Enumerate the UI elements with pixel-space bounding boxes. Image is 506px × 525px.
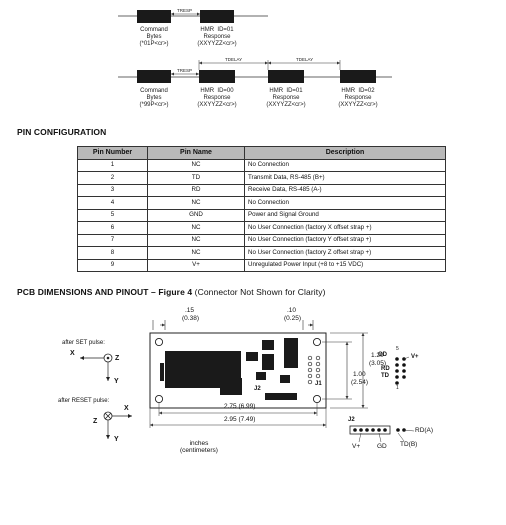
pin-number: 6 (77, 221, 148, 235)
pin-description: No Connection (244, 158, 446, 172)
pin-number: 5 (77, 208, 148, 222)
response-block (200, 10, 234, 23)
dim-120: 1.20 (371, 352, 384, 359)
axis-y-reset: Y (114, 436, 119, 443)
tdelay-label-1: TDELAY (225, 57, 243, 62)
j2-gd-label: GD (377, 443, 387, 450)
command-bytes-label: Command Bytes (*01P<cr>) (139, 27, 169, 47)
response-02-label: HMR ID=02 Response (XXYYZZ<cr>) (338, 88, 378, 108)
after-set-label: after SET pulse: (62, 340, 105, 346)
dim-025: (0.25) (284, 315, 301, 322)
j2-label: J2 (254, 386, 261, 392)
dim-254: (2.54) (351, 379, 368, 386)
command-bytes-label-2: Command Bytes (*99P<cr>) (139, 88, 169, 108)
pin-name: V+ (147, 258, 245, 272)
pin-number: 3 (77, 183, 148, 197)
dim-275: 2.75 (6.99) (224, 403, 256, 410)
response-label: HMR ID=01 Response (XXYYZZ<cr>) (197, 27, 237, 47)
pin-number: 9 (77, 258, 148, 272)
pin-number: 1 (77, 158, 148, 172)
pin-description: No Connection (244, 196, 446, 210)
pin-1-label: 1 (396, 385, 399, 391)
after-reset-label: after RESET pulse: (58, 398, 110, 404)
pin-name: GND (147, 208, 245, 222)
tresp-label: TRESP (177, 8, 193, 13)
response-01-label: HMR ID=01 Response (XXYYZZ<cr>) (266, 88, 306, 108)
pin-config-title: PIN CONFIGURATION (17, 127, 107, 137)
pin-gd-label: GD (378, 352, 387, 358)
axis-z-reset: Z (93, 418, 98, 425)
command-bytes-block-2 (137, 70, 171, 83)
pin-description: Transmit Data, RS-485 (B+) (244, 171, 446, 185)
pin-description: No User Connection (factory Z offset str… (244, 246, 446, 260)
timing-diagram-top (118, 10, 392, 83)
pin-description: Receive Data, RS-485 (A-) (244, 183, 446, 197)
axis-z-set: Z (115, 355, 120, 362)
pin-name: TD (147, 171, 245, 185)
command-bytes-block (137, 10, 171, 23)
pin-vplus-label: V+ (411, 354, 419, 360)
response-block-02 (340, 70, 376, 83)
pcb-drawing (80, 320, 415, 443)
header-pin-name: Pin Name (147, 146, 245, 160)
pin-name: NC (147, 158, 245, 172)
header-description: Description (244, 146, 446, 160)
pcb-title-sub: (Connector Not Shown for Clarity) (192, 287, 326, 297)
header-pin-number: Pin Number (77, 146, 148, 160)
dim-015: .15 (185, 307, 195, 314)
response-block-01 (268, 70, 304, 83)
pin-description: No User Connection (factory X offset str… (244, 221, 446, 235)
dim-305: (3.05) (369, 360, 386, 367)
j2-right-label: J2 (348, 417, 355, 423)
j2-td-label: TD(B) (400, 441, 418, 448)
axis-x-set: X (70, 350, 75, 357)
response-block-00 (199, 70, 235, 83)
pin-description: Unregulated Power Input (+8 to +15 VDC) (244, 258, 446, 272)
j2-vplus-label: V+ (352, 443, 361, 450)
pin-name: RD (147, 183, 245, 197)
dim-100: 1.00 (353, 371, 366, 378)
pin-rd-label: RD (381, 366, 390, 372)
dim-295: 2.95 (7.49) (224, 416, 256, 423)
pin-name: NC (147, 196, 245, 210)
axis-x-reset: X (124, 405, 129, 412)
pin-number: 2 (77, 171, 148, 185)
axis-y-set: Y (114, 378, 119, 385)
pin-name: NC (147, 233, 245, 247)
table-header-row: Pin Number Pin Name Description (77, 146, 446, 160)
units-label: inches (centimeters) (180, 440, 218, 454)
pin-description: No User Connection (factory Y offset str… (244, 233, 446, 247)
pcb-title: PCB DIMENSIONS AND PINOUT – Figure 4 (Co… (17, 287, 326, 297)
tdelay-label-2: TDELAY (296, 57, 314, 62)
response-00-label: HMR ID=00 Response (XXYYZZ<cr>) (197, 88, 237, 108)
pin-number: 7 (77, 233, 148, 247)
pcb-title-main: PCB DIMENSIONS AND PINOUT – Figure 4 (17, 287, 193, 297)
pin-td-label: TD (381, 373, 389, 379)
j1-label: J1 (315, 381, 322, 387)
pin-number: 4 (77, 196, 148, 210)
pin-name: NC (147, 246, 245, 260)
dim-038: (0.38) (182, 315, 199, 322)
pin-5-label: 5 (396, 346, 399, 352)
j2-rd-label: RD(A) (415, 427, 434, 434)
pin-description: Power and Signal Ground (244, 208, 446, 222)
tresp-label-2: TRESP (177, 68, 193, 73)
dim-010: .10 (287, 307, 297, 314)
pin-name: NC (147, 221, 245, 235)
pin-number: 8 (77, 246, 148, 260)
